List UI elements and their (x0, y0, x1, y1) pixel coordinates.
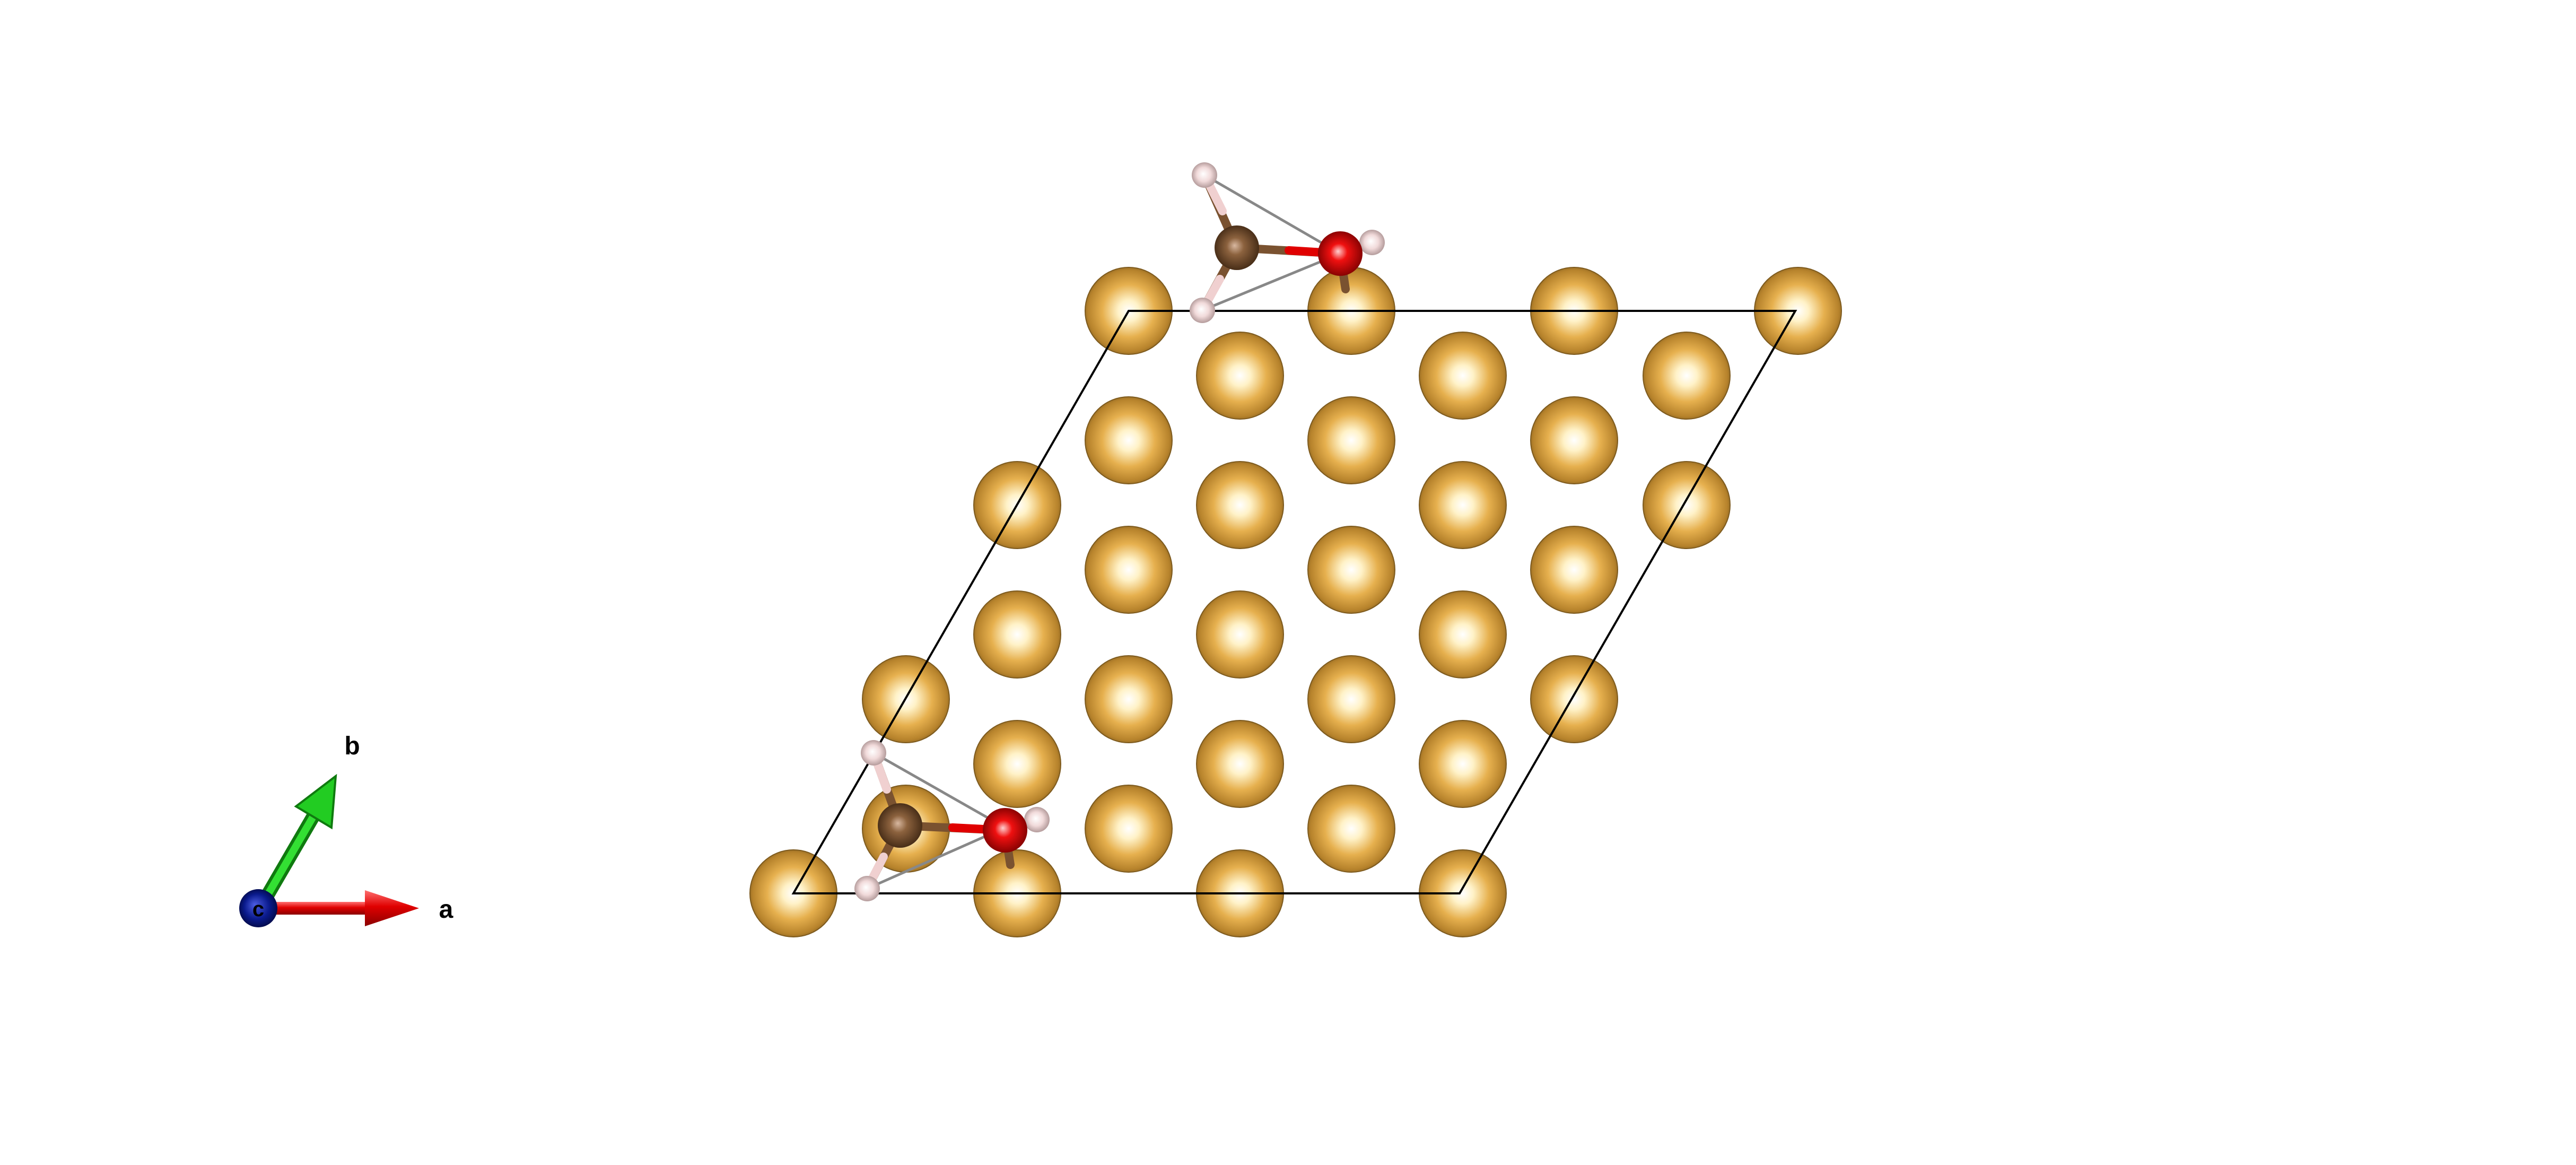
metal-atom (1085, 396, 1173, 484)
metal-atom (1307, 785, 1395, 873)
metal-atom (1307, 396, 1395, 484)
b-axis-arrow (254, 773, 337, 912)
metal-atom (1643, 461, 1731, 549)
metal-atom (1419, 590, 1507, 679)
carbon-atom (1215, 225, 1259, 270)
metal-atom (1530, 396, 1618, 484)
hydrogen-atom (1190, 298, 1215, 323)
axis-indicator: c b a (239, 732, 453, 927)
metal-atom (1085, 526, 1173, 614)
metal-atom (1196, 590, 1284, 679)
metal-atom (1196, 461, 1284, 549)
metal-atom (973, 720, 1061, 808)
metal-atom (1643, 332, 1731, 420)
metal-atom (1419, 720, 1507, 808)
metal-atom (1307, 655, 1395, 743)
c-axis-marker (239, 889, 277, 927)
hydrogen-atom (1192, 162, 1217, 188)
metal-atom (1085, 785, 1173, 873)
hydrogen-atom (1359, 230, 1385, 255)
adsorbate-molecule-bottom (854, 740, 1050, 901)
metal-atom (1419, 332, 1507, 420)
hydrogen-atom (1024, 807, 1050, 832)
a-axis-arrow (260, 890, 419, 926)
metal-atom (1085, 655, 1173, 743)
metal-atom (1307, 526, 1395, 614)
a-axis-label: a (439, 896, 453, 924)
b-axis-label: b (344, 732, 360, 760)
oxygen-atom (1318, 231, 1363, 276)
metal-atom (1419, 461, 1507, 549)
metal-atom (1530, 526, 1618, 614)
metal-atom (1196, 332, 1284, 420)
carbon-atom (878, 803, 922, 848)
adsorbate-molecule-top (1190, 162, 1385, 323)
c-axis-label: c (252, 898, 264, 921)
metal-atom (1196, 720, 1284, 808)
metal-atom (973, 590, 1061, 679)
hydrogen-atom (861, 740, 886, 766)
oxygen-atom (983, 808, 1027, 853)
hydrogen-atom (854, 876, 880, 901)
unit-cell-outline (791, 310, 1797, 894)
metal-atom (1530, 655, 1618, 743)
